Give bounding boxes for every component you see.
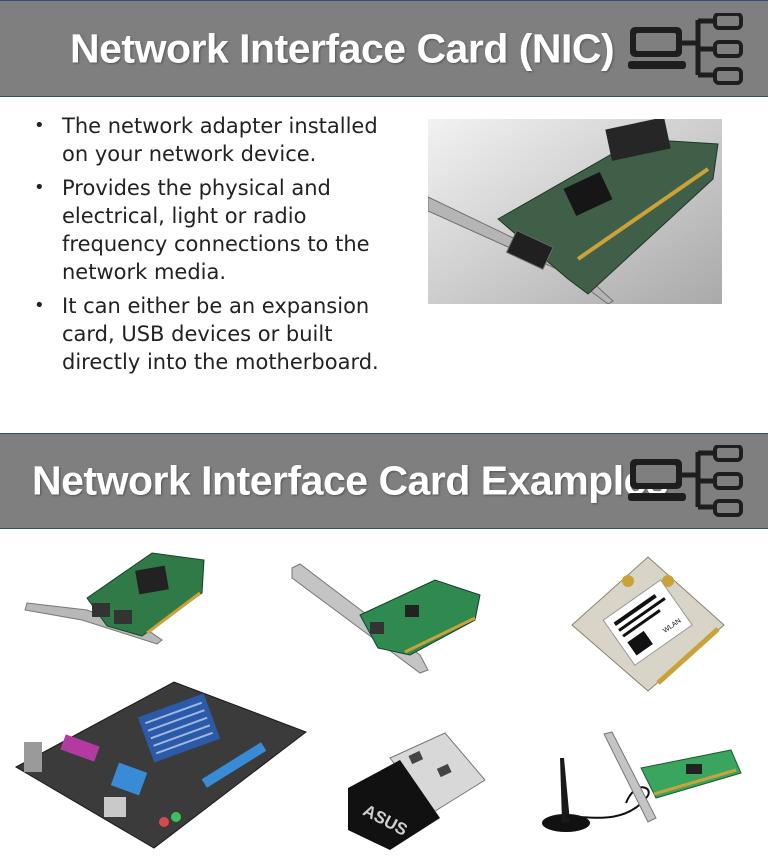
bullet-list: •The network adapter installed on your n… bbox=[34, 112, 394, 382]
pci-network-card-photo bbox=[428, 119, 722, 304]
bullet-item: •The network adapter installed on your n… bbox=[34, 114, 378, 166]
network-topology-icon bbox=[628, 13, 743, 85]
dual-port-pcie-nic bbox=[22, 548, 207, 646]
usb-wifi-adapter: ASUS bbox=[340, 718, 490, 858]
slide-title-1: Network Interface Card (NIC) bbox=[70, 25, 615, 71]
pci-wireless-card-with-antenna bbox=[536, 728, 746, 838]
network-topology-icon bbox=[628, 445, 743, 517]
title-banner-2: Network Interface Card Examples bbox=[0, 433, 768, 529]
slide-title-2: Network Interface Card Examples bbox=[32, 457, 669, 504]
motherboard-onboard-nic bbox=[14, 672, 310, 850]
title-banner-1: Network Interface Card (NIC) bbox=[0, 0, 768, 97]
pci-ethernet-nic bbox=[290, 560, 482, 675]
bullet-item: •Provides the physical and electrical, l… bbox=[34, 176, 370, 284]
bullet-item: •It can either be an expansion card, USB… bbox=[34, 294, 379, 374]
mini-pcie-wlan-card: WLAN bbox=[568, 555, 728, 693]
